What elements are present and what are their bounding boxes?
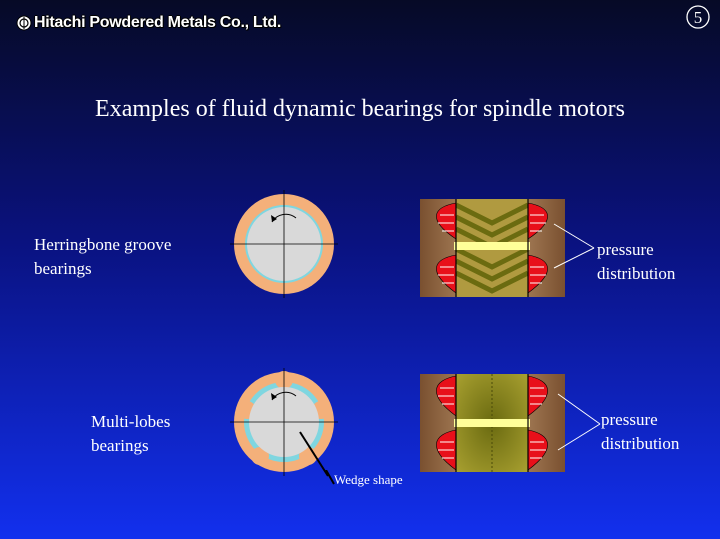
wedge-pointer <box>325 470 335 485</box>
multilobe-pressure-line1: pressure <box>601 410 658 429</box>
multilobe-label: Multi-lobes bearings <box>91 410 170 458</box>
wedge-shape-label: Wedge shape <box>334 472 403 487</box>
herringbone-pressure-label: pressure distribution <box>597 238 675 286</box>
herringbone-pointer-lines <box>553 223 595 269</box>
herringbone-label: Herringbone groove bearings <box>34 233 171 281</box>
company-name: Hitachi Powdered Metals Co., Ltd. <box>34 14 282 31</box>
multilobe-label-line2: bearings <box>91 436 149 455</box>
company-logo: Hitachi Powdered Metals Co., Ltd. <box>16 14 281 32</box>
page-title: Examples of fluid dynamic bearings for s… <box>95 96 625 122</box>
herringbone-pressure-line2: distribution <box>597 264 676 283</box>
multilobe-pressure-line2: distribution <box>601 434 680 453</box>
multilobe-side-view <box>420 374 565 472</box>
herringbone-label-line1: Herringbone groove <box>34 235 172 254</box>
herringbone-label-line2: bearings <box>34 259 92 278</box>
page-number-badge: 5 <box>685 4 711 30</box>
multilobe-cross-section <box>230 368 338 477</box>
herringbone-cross-section <box>230 190 338 298</box>
multilobe-pressure-label: pressure distribution <box>601 408 679 456</box>
herringbone-pressure-line1: pressure <box>597 240 654 259</box>
hitachi-emblem-icon <box>16 15 32 31</box>
multilobe-pointer-lines <box>557 393 601 451</box>
page-number: 5 <box>694 8 703 27</box>
herringbone-side-view <box>420 199 565 297</box>
multilobe-label-line1: Multi-lobes <box>91 412 171 431</box>
